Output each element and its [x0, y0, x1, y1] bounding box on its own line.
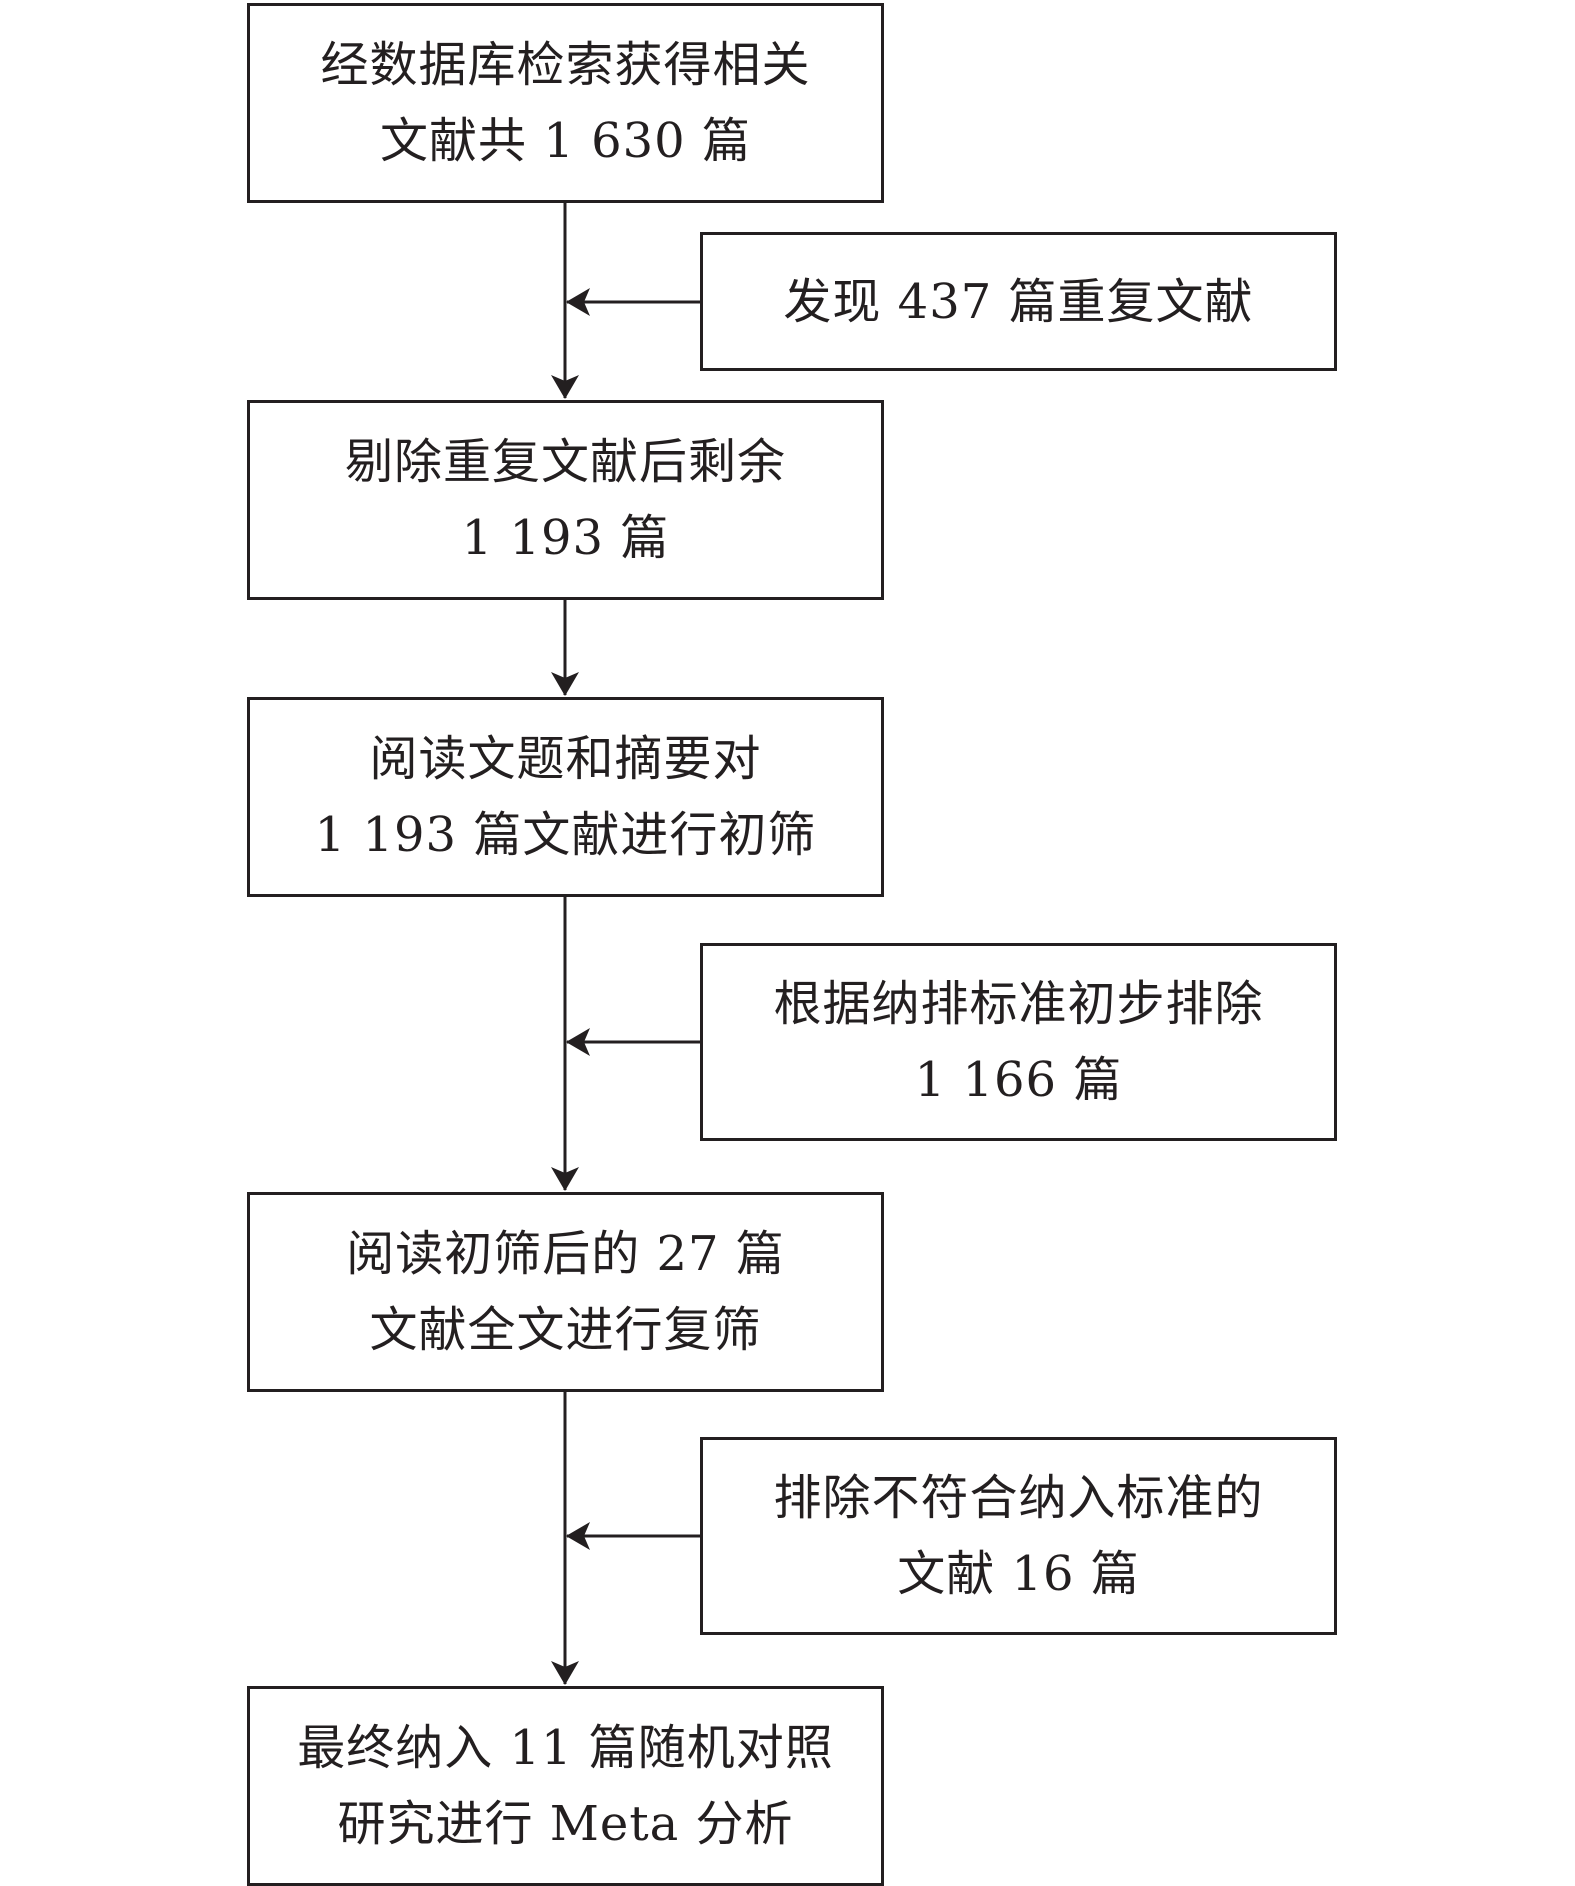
step-4-full-text-screening: 阅读初筛后的 27 篇 文献全文进行复筛 [247, 1192, 884, 1392]
step-4-line-2: 文献全文进行复筛 [369, 1302, 762, 1358]
step-1-line-2: 文献共 1 630 篇 [380, 113, 751, 169]
step-3-title-abstract-screening: 阅读文题和摘要对 1 193 篇文献进行初筛 [247, 697, 884, 897]
exclusion-2-line-1: 根据纳排标准初步排除 [773, 976, 1264, 1032]
step-5-final-inclusion: 最终纳入 11 篇随机对照 研究进行 Meta 分析 [247, 1686, 884, 1886]
step-4-line-1: 阅读初筛后的 27 篇 [346, 1226, 785, 1282]
exclusion-3-not-meeting-criteria: 排除不符合纳入标准的 文献 16 篇 [700, 1437, 1337, 1635]
step-2-line-2: 1 193 篇 [461, 510, 670, 566]
exclusion-1-line-1: 发现 437 篇重复文献 [783, 273, 1254, 330]
step-1-search-results: 经数据库检索获得相关 文献共 1 630 篇 [247, 3, 884, 203]
exclusion-2-initial-criteria: 根据纳排标准初步排除 1 166 篇 [700, 943, 1337, 1141]
step-5-line-1: 最终纳入 11 篇随机对照 [297, 1720, 834, 1776]
step-3-line-1: 阅读文题和摘要对 [369, 731, 762, 787]
step-1-line-1: 经数据库检索获得相关 [320, 37, 811, 93]
step-2-after-dedup: 剔除重复文献后剩余 1 193 篇 [247, 400, 884, 600]
exclusion-2-line-2: 1 166 篇 [914, 1052, 1123, 1108]
exclusion-3-line-2: 文献 16 篇 [897, 1546, 1140, 1602]
step-5-line-2: 研究进行 Meta 分析 [337, 1796, 794, 1852]
exclusion-3-line-1: 排除不符合纳入标准的 [773, 1470, 1264, 1526]
exclusion-1-duplicates: 发现 437 篇重复文献 [700, 232, 1337, 371]
step-2-line-1: 剔除重复文献后剩余 [344, 434, 786, 490]
step-3-line-2: 1 193 篇文献进行初筛 [314, 807, 817, 863]
